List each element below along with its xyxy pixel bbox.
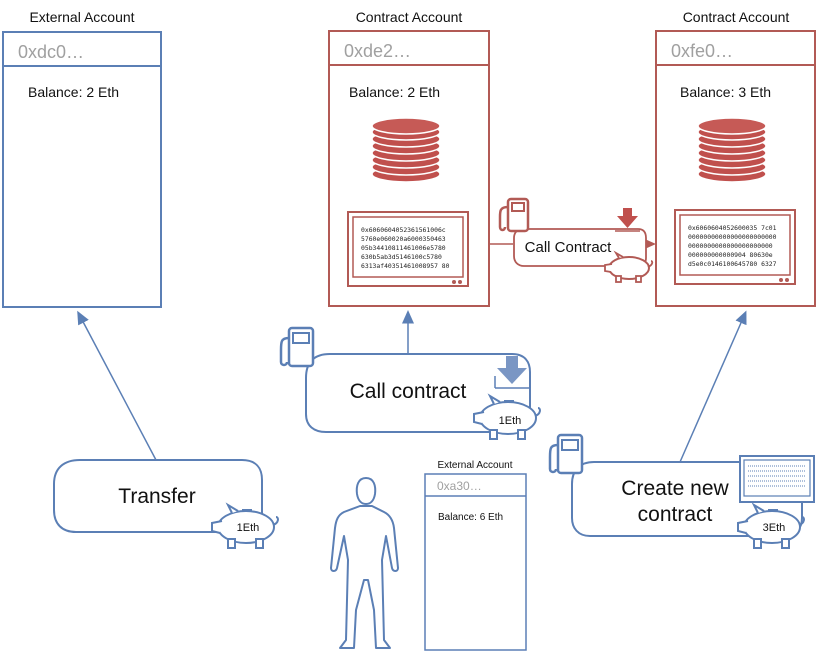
external-account-2-balance: Balance: 6 Eth [438, 512, 503, 523]
code-line: 05b34410811461006e5780 [361, 244, 446, 252]
person-icon [330, 477, 399, 649]
transfer-amount: 1Eth [237, 522, 260, 534]
internal-call-message: Call Contract [490, 197, 656, 283]
down-arrow-icon [615, 208, 640, 232]
external-account-2-header: External Account [437, 460, 512, 471]
contract-account-2-address: 0xfe0… [671, 41, 733, 61]
create-contract-amount: 3Eth [763, 522, 786, 534]
gas-pump-icon [279, 326, 315, 368]
create-contract-transaction: Create new contract 3Eth [548, 310, 815, 549]
external-account-2-address: 0xa30… [437, 479, 482, 493]
contract-account-2-balance: Balance: 3 Eth [680, 84, 771, 100]
call-contract-amount: 1Eth [499, 415, 522, 427]
code-line: 00000000000000000000000 [688, 233, 777, 241]
external-account-1-address: 0xdc0… [18, 42, 84, 62]
code-line: 0x6060604052600035 7c01 [688, 224, 777, 232]
code-screen-icon: 0x6060604052361561006c 5760e060020a60003… [347, 211, 469, 287]
contract-account-2: Contract Account 0xfe0… Balance: 3 Eth 0… [655, 9, 816, 307]
code-line: 0000000000000000000000 [688, 242, 773, 250]
transfer-transaction: Transfer 1Eth [53, 310, 279, 549]
contract-account-1-balance: Balance: 2 Eth [349, 84, 440, 100]
external-account-1-balance: Balance: 2 Eth [28, 84, 119, 100]
code-line: 630b5ab3d5146100c5780 [361, 253, 442, 261]
create-contract-label-line1: Create new [621, 477, 729, 500]
contract-account-2-header: Contract Account [683, 9, 790, 25]
code-line: 5760e060020a6000350463 [361, 235, 446, 243]
coin-stack-icon [371, 117, 441, 183]
contract-account-1-address: 0xde2… [344, 41, 411, 61]
code-line: 000000000000904 80630e [688, 251, 773, 259]
external-account-2: External Account 0xa30… Balance: 6 Eth [424, 460, 527, 651]
gas-pump-icon [548, 433, 584, 475]
call-contract-label: Call contract [350, 380, 467, 403]
create-contract-label-line2: contract [638, 503, 713, 526]
contract-account-1-header: Contract Account [356, 9, 463, 25]
external-account-1: External Account 0xdc0… Balance: 2 Eth [2, 9, 162, 308]
down-arrow-icon [494, 356, 531, 389]
code-line: 6313af40351461008957 80 [361, 262, 450, 270]
external-account-1-header: External Account [29, 9, 134, 25]
code-line: 0x6060604052361561006c [361, 226, 446, 234]
transfer-label: Transfer [118, 485, 195, 508]
coin-stack-icon [697, 117, 767, 183]
code-line: d5e0c0146100645780 6327 [688, 260, 777, 268]
contract-account-1: Contract Account 0xde2… Balance: 2 Eth 0… [328, 9, 490, 307]
gas-pump-icon [498, 197, 530, 233]
code-screen-icon: 0x6060604052600035 7c01 0000000000000000… [674, 209, 796, 285]
code-screen-icon [739, 455, 815, 503]
call-contract-transaction: Call contract 1Eth [279, 310, 541, 440]
internal-call-label: Call Contract [525, 239, 613, 256]
